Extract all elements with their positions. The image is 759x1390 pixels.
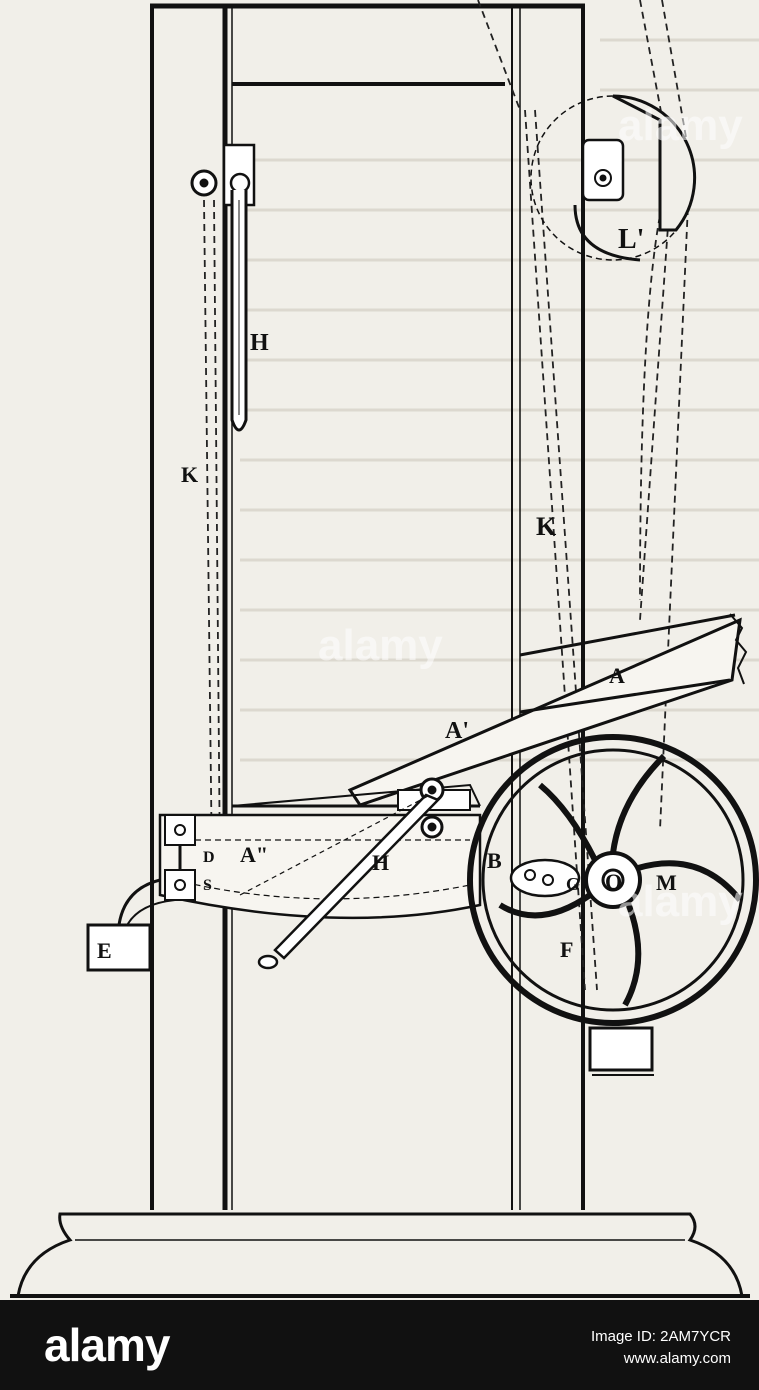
label-l-prime: L' (618, 224, 644, 255)
label-k-right: K (536, 512, 557, 541)
label-k-left: K (181, 462, 198, 487)
bottom-boxes (86, 923, 654, 1076)
label-a: A (609, 663, 625, 688)
label-a-double: A" (240, 842, 268, 867)
site-url-text: www.alamy.com (623, 1350, 731, 1367)
label-b: B (487, 848, 502, 873)
machine-engraving: H K K L' A A' A" H B G O M F E D S alamy… (0, 0, 759, 1300)
part-labels: H K K L' A A' A" H B G O M F E D S (97, 224, 677, 963)
label-s: S (203, 877, 212, 894)
feed-trough (231, 613, 748, 808)
label-g: G (566, 874, 580, 894)
crank-b (509, 858, 581, 898)
watermarks: alamy alamy alamy (318, 101, 743, 926)
label-e: E (97, 938, 112, 963)
machine-base (10, 1212, 750, 1298)
label-h-upper: H (250, 330, 269, 356)
upper-pulley (530, 94, 697, 262)
footer-bar (0, 1300, 759, 1390)
label-a-prime: A' (445, 718, 469, 744)
label-m: M (656, 870, 677, 895)
upper-lever (190, 143, 256, 432)
watermark-top: alamy (618, 101, 743, 150)
footer-meta: Image ID: 2AM7YCR www.alamy.com (591, 1326, 731, 1370)
flywheel (467, 734, 759, 1026)
label-h-lower: H (372, 850, 389, 875)
label-o: O (605, 869, 622, 894)
image-id-text: Image ID: 2AM7YCR (590, 1328, 731, 1345)
watermark-middle: alamy (318, 621, 443, 670)
watermark-right: alamy (618, 877, 743, 926)
label-d: D (203, 849, 215, 866)
footer-brand: alamy (44, 1319, 170, 1371)
machine-frame (150, 3, 585, 1210)
label-f: F (560, 937, 573, 962)
